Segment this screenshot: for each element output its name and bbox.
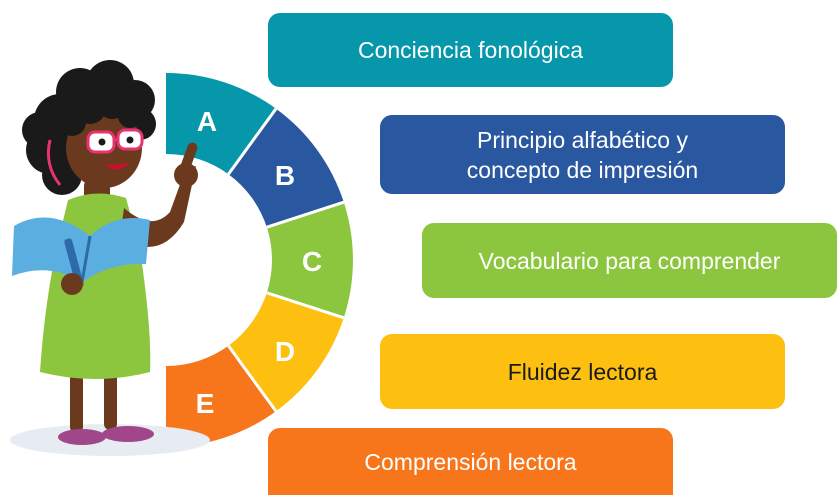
pill-label: Comprensión lectora: [364, 448, 577, 475]
pill-comprension: Comprensión lectora: [268, 428, 673, 495]
ring: [166, 72, 353, 448]
shoe-left: [58, 429, 106, 445]
ring-segment-e: [166, 345, 276, 448]
pill-label: Vocabulario para comprender: [478, 247, 781, 274]
girl-reading-illustration: [10, 60, 210, 456]
open-book-right: [82, 218, 150, 282]
pill-vocabulario: Vocabulario para comprender: [422, 223, 837, 298]
pill-label-line-1: Principio alfabético y: [477, 126, 688, 153]
open-book-left: [12, 217, 90, 282]
pill-conciencia-fonologica: Conciencia fonológica: [268, 13, 673, 87]
shoe-right: [102, 426, 154, 442]
floor-shadow: [10, 424, 210, 456]
pill-label: Fluidez lectora: [507, 358, 658, 385]
ring-segment-b: [228, 108, 344, 228]
pill-principio-alfabetico: Principio alfabético y concepto de impre…: [380, 115, 785, 194]
pill-fluidez: Fluidez lectora: [380, 334, 785, 409]
ring-segment-d: [228, 292, 344, 412]
ring-letter-a: A: [197, 106, 217, 137]
ring-segment-c: [266, 202, 353, 318]
ring-letter-b: B: [275, 160, 295, 191]
pill-label: Conciencia fonológica: [357, 37, 584, 63]
glasses: [86, 128, 144, 154]
ring-letter-c: C: [302, 246, 322, 277]
ring-letter-d: D: [275, 336, 295, 367]
ring-letter-e: E: [196, 388, 215, 419]
pill-label-line-2: concepto de impresión: [466, 156, 699, 183]
